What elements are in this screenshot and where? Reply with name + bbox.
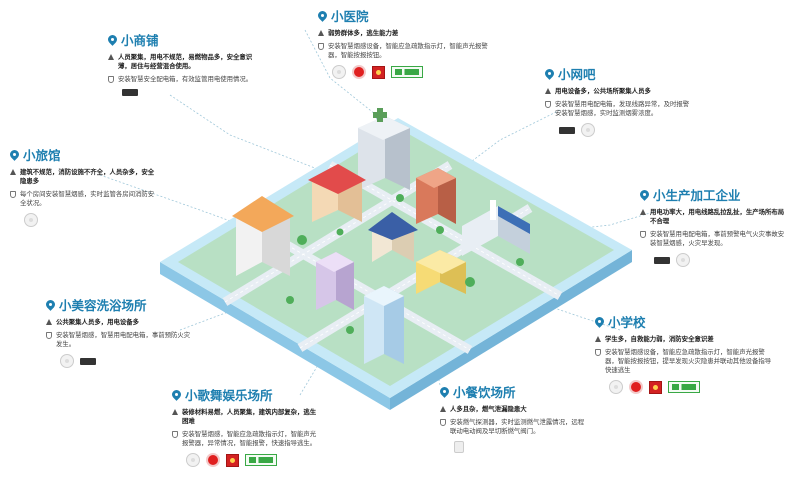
risk-text: 公共聚集人员多，用电设备多 (56, 318, 140, 326)
risk-text: 建筑不规范，消防设施不齐全，人员杂多，安全隐患多 (20, 168, 155, 185)
card-factory: 小生产加工企业 用电功率大，用电线路乱拉乱扯，生产场所布局不合理 安装智慧用电配… (640, 185, 790, 267)
smoke-detector-icon (332, 65, 346, 79)
shield-icon (318, 43, 324, 50)
smoke-detector-icon (676, 253, 690, 267)
card-ktv: 小歌舞娱乐场所 装修材料易燃，人员聚集，建筑内部复杂，逃生困难 安装智慧烟感，智… (172, 385, 322, 467)
card-hotel: 小旅馆 建筑不规范，消防设施不齐全，人员杂多，安全隐患多 每个房间安装智慧烟感，… (10, 145, 160, 227)
platform-side-right (390, 250, 632, 410)
card-title: 小网吧 (558, 67, 596, 82)
smoke-detector-icon (186, 453, 200, 467)
exit-sign-icon (391, 66, 423, 78)
card-title: 小学校 (608, 315, 646, 330)
warning-icon (595, 336, 601, 342)
smart-distribution-box-icon (122, 89, 138, 96)
smart-distribution-box-icon (654, 256, 670, 264)
sound-light-alarm-icon (629, 380, 643, 394)
warning-icon (46, 319, 52, 325)
card-shop: 小商铺 人员聚集，用电不规范，易燃物品多，安全意识薄，居住与经营混合使用。 安装… (108, 30, 258, 96)
shield-icon (10, 191, 16, 198)
solution-text: 安装智慧烟感，智慧用电配电箱，事前预防火灾发生。 (56, 331, 191, 348)
smoke-detector-icon (24, 213, 38, 227)
location-pin-icon (640, 190, 649, 199)
risk-text: 用电设备多，公共场所聚集人员多 (555, 87, 651, 95)
location-pin-icon (10, 150, 19, 159)
hotel-building (232, 196, 294, 276)
location-pin-icon (595, 317, 604, 326)
smoke-detector-icon (581, 123, 595, 137)
location-pin-icon (318, 11, 327, 20)
warning-icon (640, 209, 646, 215)
shield-icon (46, 332, 52, 339)
card-beauty-salon: 小美容洗浴场所 公共聚集人员多，用电设备多 安装智慧烟感，智慧用电配电箱，事前预… (46, 295, 196, 368)
office-tower-building (364, 286, 404, 364)
solution-text: 安装智慧用电配电箱，发现线路异常，及时报警安装智慧烟感，实时监测烟雾浓度。 (555, 100, 690, 117)
warning-icon (172, 409, 178, 415)
warning-icon (108, 54, 114, 60)
card-school: 小学校 学生多，自救能力弱，消防安全意识差 安装智慧烟感设备，智能应急疏散指示灯… (595, 312, 775, 394)
risk-text: 用电功率大，用电线路乱拉乱扯，生产场所布局不合理 (650, 208, 785, 225)
platform-side (160, 262, 390, 410)
card-hospital: 小医院 弱势群体多，逃生能力差 安装智慧烟感设备，智能应急疏散指示灯，智能声光报… (318, 6, 498, 79)
solution-text: 安装智慧烟感设备，智能应急疏散指示灯，智能声光报警器，智能按报按钮。 (328, 42, 488, 59)
ground (178, 128, 614, 386)
smoke-detector-icon (60, 354, 74, 368)
smart-distribution-box-icon (559, 126, 575, 134)
solution-text: 安装智慧用电配电箱，事前预警电气火灾事故安装智慧烟感，火灾早发现。 (650, 230, 785, 247)
restaurant-building (416, 250, 466, 294)
warning-icon (318, 30, 324, 36)
risk-text: 装修材料易燃，人员聚集，建筑内部复杂，逃生困难 (182, 408, 317, 425)
solution-text: 安装燃气探测器，实时监测燃气泄露情况，远程联动电动阀及早切断燃气阀门。 (450, 418, 585, 435)
factory-building (462, 200, 530, 256)
location-pin-icon (46, 300, 55, 309)
gas-detector-icon (454, 441, 464, 453)
solution-text: 每个房间安装智慧烟感，实时监管各房间消防安全状况。 (20, 190, 155, 207)
card-title: 小生产加工企业 (653, 188, 741, 203)
internet-cafe-building (416, 168, 456, 224)
card-title: 小商铺 (121, 33, 159, 48)
solution-text: 安装智慧安全配电箱，有效监管用电使用情况。 (118, 75, 253, 83)
smoke-detector-icon (609, 380, 623, 394)
shield-icon (172, 431, 178, 438)
card-title: 小歌舞娱乐场所 (185, 388, 273, 403)
sound-light-alarm-icon (352, 65, 366, 79)
shield-icon (108, 76, 114, 83)
house-building (368, 212, 418, 262)
exit-sign-icon (245, 454, 277, 466)
risk-text: 人多且杂，燃气泄漏隐患大 (450, 405, 527, 413)
warning-icon (10, 169, 16, 175)
risk-text: 人员聚集，用电不规范，易燃物品多，安全意识薄，居住与经营混合使用。 (118, 53, 253, 70)
shield-icon (595, 349, 601, 356)
location-pin-icon (440, 387, 449, 396)
shop-building (308, 164, 366, 222)
card-title: 小医院 (331, 9, 369, 24)
risk-text: 学生多，自救能力弱，消防安全意识差 (605, 335, 714, 343)
card-title: 小旅馆 (23, 148, 61, 163)
alarm-button-icon (372, 65, 385, 79)
alarm-button-icon (649, 380, 662, 394)
hospital-building (358, 108, 410, 190)
card-title: 小餐饮场所 (453, 385, 516, 400)
shield-icon (640, 231, 646, 238)
shield-icon (440, 419, 446, 426)
shield-icon (545, 101, 551, 108)
location-pin-icon (172, 390, 181, 399)
exit-sign-icon (668, 381, 700, 393)
smart-distribution-box-icon (80, 357, 96, 365)
card-internet-cafe: 小网吧 用电设备多，公共场所聚集人员多 安装智慧用电配电箱，发现线路异常，及时报… (545, 64, 695, 137)
location-pin-icon (108, 35, 117, 44)
solution-text: 安装智慧烟感，智能应急疏散指示灯，智能声光报警器，异常情况，智能报警，快速指导逃… (182, 430, 317, 447)
warning-icon (440, 406, 446, 412)
alarm-button-icon (226, 453, 239, 467)
card-title: 小美容洗浴场所 (59, 298, 147, 313)
card-restaurant: 小餐饮场所 人多且杂，燃气泄漏隐患大 安装燃气探测器，实时监测燃气泄露情况，远程… (440, 382, 590, 453)
warning-icon (545, 88, 551, 94)
location-pin-icon (545, 69, 554, 78)
beauty-salon-building (316, 252, 354, 310)
risk-text: 弱势群体多，逃生能力差 (328, 29, 399, 37)
solution-text: 安装智慧烟感设备，智能应急疏散指示灯，智能声光报警器，智能按报按钮，提早发现火灾… (605, 348, 772, 374)
sound-light-alarm-icon (206, 453, 220, 467)
